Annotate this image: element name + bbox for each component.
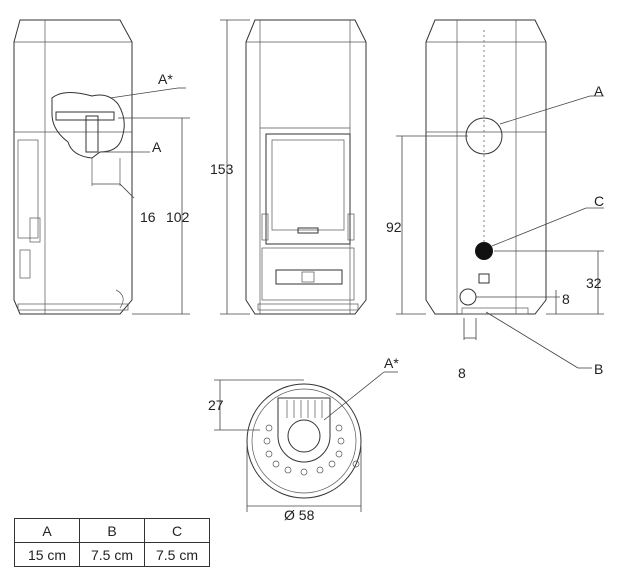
legend-header-c: C bbox=[144, 518, 210, 543]
dim-27: 27 bbox=[208, 397, 224, 413]
air-inlet-c-circle bbox=[475, 242, 493, 260]
dim-16: 16 bbox=[140, 209, 156, 225]
air-inlet-b-circle bbox=[459, 288, 477, 306]
dim-92: 92 bbox=[386, 219, 402, 235]
dim-8-right: 8 bbox=[562, 291, 570, 307]
legend-header-b: B bbox=[79, 518, 145, 543]
label-c-back: C bbox=[594, 193, 604, 209]
dim-diameter: Ø 58 bbox=[284, 507, 315, 523]
a-back-leader bbox=[499, 95, 591, 125]
dim-153: 153 bbox=[210, 161, 234, 177]
front-view bbox=[245, 19, 367, 315]
side-view bbox=[13, 19, 133, 315]
dim-8-bottom: 8 bbox=[458, 365, 466, 381]
back-view bbox=[425, 19, 547, 315]
legend-header-row: A B C bbox=[14, 518, 210, 543]
label-a-star-top: A* bbox=[384, 355, 399, 371]
label-a-back: A bbox=[594, 83, 604, 99]
b-back-leader bbox=[485, 311, 579, 369]
legend-header-a: A bbox=[14, 518, 80, 543]
legend-value-c: 7.5 cm bbox=[144, 542, 210, 567]
label-a-star-side: A* bbox=[158, 71, 173, 87]
legend-value-b: 7.5 cm bbox=[79, 542, 145, 567]
legend-value-row: 15 cm 7.5 cm 7.5 cm bbox=[14, 542, 210, 567]
flue-opening-circle bbox=[287, 419, 321, 453]
dim-102: 102 bbox=[166, 209, 190, 225]
label-a-side: A bbox=[152, 139, 162, 155]
c-back-leader bbox=[491, 207, 587, 247]
label-b-back: B bbox=[594, 361, 603, 377]
legend-value-a: 15 cm bbox=[14, 542, 80, 567]
legend-table: A B C 15 cm 7.5 cm 7.5 cm bbox=[14, 518, 210, 567]
a-star-top-leader bbox=[323, 371, 385, 421]
a-star-side-leader bbox=[109, 87, 179, 99]
dim-32: 32 bbox=[586, 275, 602, 291]
top-view bbox=[246, 383, 362, 499]
